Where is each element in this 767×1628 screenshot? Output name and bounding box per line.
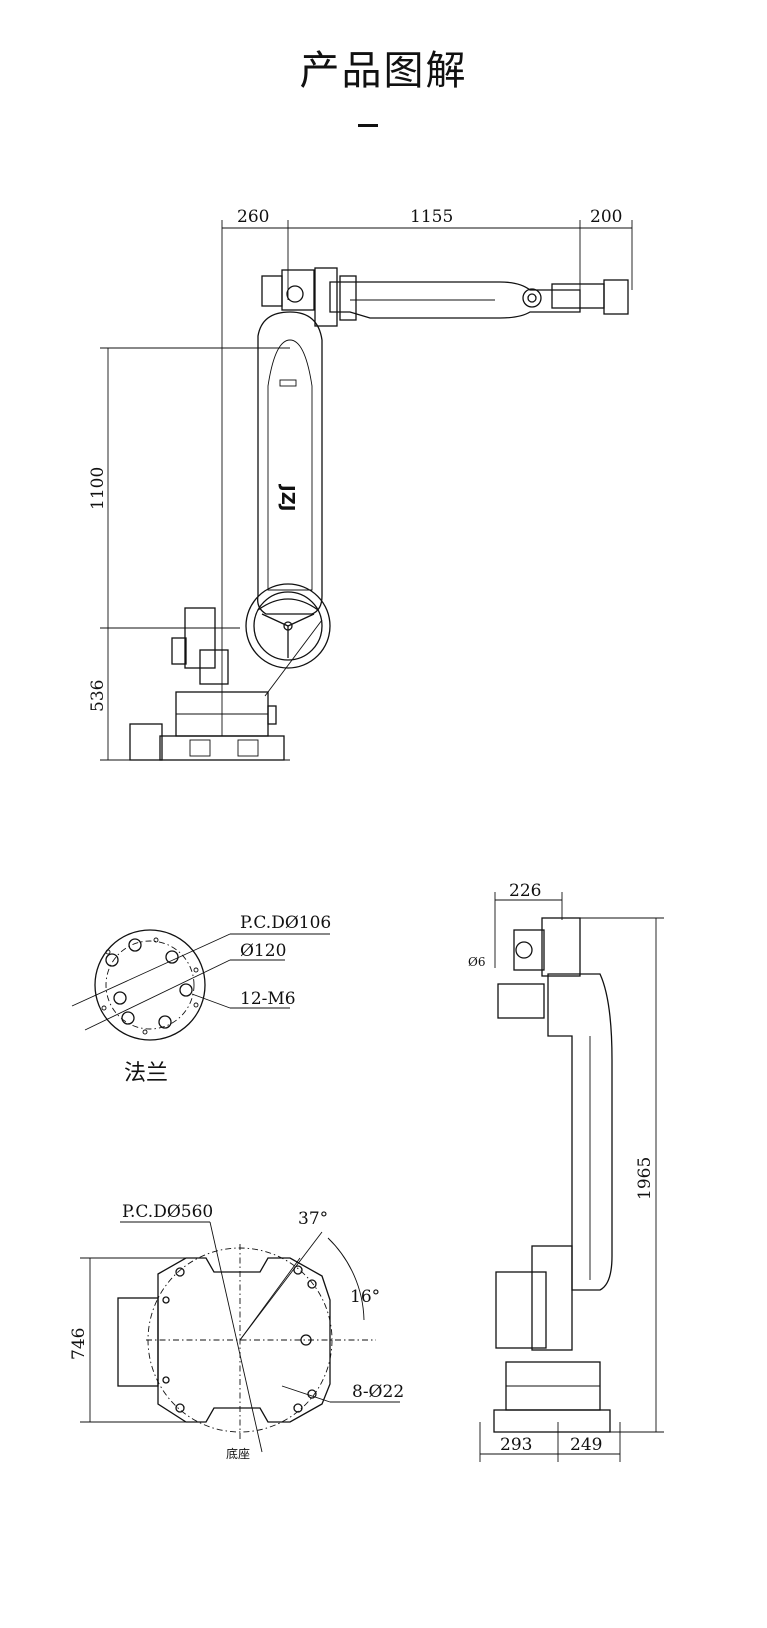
base-height-dim: 746 <box>69 1328 89 1360</box>
dim-200: 200 <box>590 207 622 227</box>
front-dim-226: 226 <box>509 881 541 901</box>
flange-caption: 法兰 <box>124 1061 168 1086</box>
page-title: 产品图解 <box>299 48 468 94</box>
dim-260: 260 <box>237 207 269 227</box>
dim-536: 536 <box>88 680 108 712</box>
flange-callout-pcd: P.C.DØ106 <box>240 913 331 933</box>
front-dim-1965: 1965 <box>635 1157 655 1200</box>
dim-1100: 1100 <box>88 467 108 510</box>
front-clipped-label: Ø6 <box>468 955 485 969</box>
base-angle-16: 37° <box>298 1209 328 1229</box>
front-view: 226 Ø6 1965 293 249 <box>468 881 664 1462</box>
side-view: 260 1155 200 1100 536 JZJ <box>88 207 633 761</box>
front-dim-249: 249 <box>570 1435 602 1455</box>
base-angle-37: 16° <box>350 1287 380 1307</box>
base-view: 746 P.C.DØ560 37° 16° 8-Ø22 底座 <box>69 1202 404 1461</box>
title-underline <box>358 124 378 127</box>
front-dim-293: 293 <box>500 1435 532 1455</box>
flange-view: P.C.DØ106 Ø120 12-M6 法兰 <box>71 913 331 1086</box>
base-callout-holes: 8-Ø22 <box>352 1382 404 1402</box>
flange-callout-holes: 12-M6 <box>240 989 296 1009</box>
base-callout-pcd: P.C.DØ560 <box>122 1202 213 1222</box>
arm-logo: JZJ <box>277 483 298 511</box>
base-caption: 底座 <box>226 1446 250 1461</box>
dim-1155: 1155 <box>410 207 453 227</box>
flange-callout-dia: Ø120 <box>240 941 286 961</box>
